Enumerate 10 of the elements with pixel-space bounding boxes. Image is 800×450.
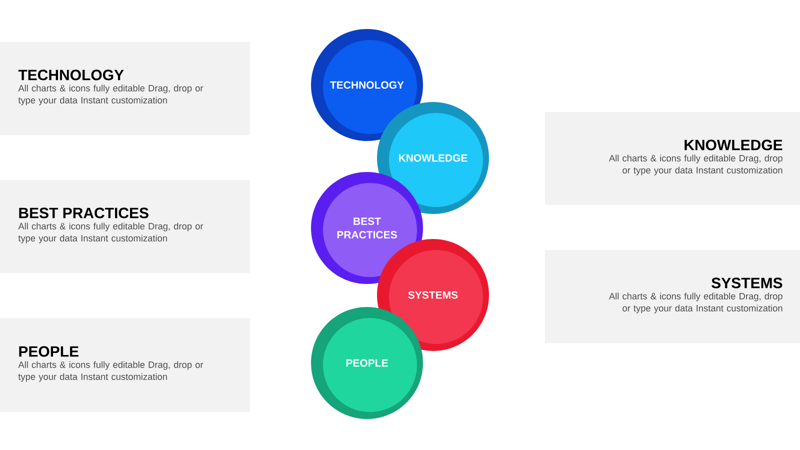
- panel-description: All charts & icons fully editable Drag, drop or type your data Instant customization: [18, 222, 204, 244]
- panel-heading: KNOWLEDGE: [684, 140, 782, 150]
- panel-description: All charts & icons fully editable Drag, drop or type your data Instant customization: [608, 154, 782, 176]
- panel-description: All charts & icons fully editable Drag, drop or type your data Instant customization: [608, 292, 782, 314]
- panel-heading: PEOPLE: [19, 346, 78, 357]
- panel-description: All charts & icons fully editable Drag, drop or type your data Instant customization: [18, 361, 204, 382]
- panel-heading: TECHNOLOGY: [18, 70, 124, 80]
- panel-heading: BEST PRACTICES: [19, 208, 148, 218]
- panel-heading: SYSTEMS: [712, 278, 782, 288]
- panel-description: All charts & icons fully editable Drag, drop or type your data Instant customization: [18, 84, 204, 106]
